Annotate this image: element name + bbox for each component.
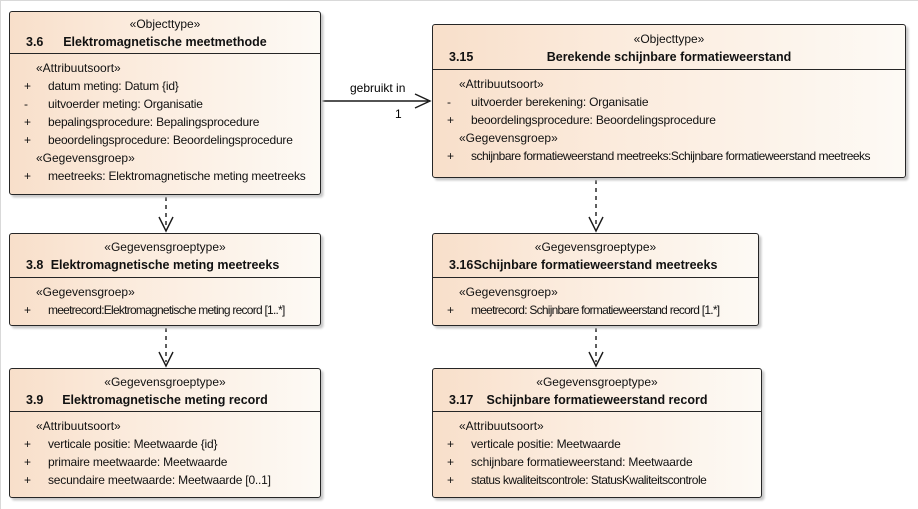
class-header: «Gegevensgroeptype» 3.9 Elektromagnetisc…: [10, 369, 320, 412]
visibility-marker: +: [447, 437, 455, 451]
visibility-marker: +: [447, 473, 455, 487]
visibility-marker: +: [24, 169, 32, 183]
visibility-marker: +: [24, 473, 32, 487]
attribute-row: + meetreeks: Elektromagnetische meting m…: [10, 167, 320, 185]
class-number: 3.17: [449, 393, 474, 407]
attribute-text: bepalingsprocedure: Bepalingsprocedure: [48, 115, 260, 129]
attribute-text: secundaire meetwaarde: Meetwaarde [0..1]: [48, 473, 271, 487]
stereotype-label: «Gegevensgroeptype»: [536, 375, 658, 389]
attribute-text: meetrecord:Elektromagnetische meting rec…: [48, 303, 285, 317]
uml-class-box-3-16: «Gegevensgroeptype» 3.16 Schijnbare form…: [432, 233, 759, 326]
section-stereotype: «Attribuutsoort»: [36, 61, 121, 75]
stereotype-label: «Objecttype»: [633, 32, 705, 46]
class-body: «Attribuutsoort» + verticale positie: Me…: [433, 412, 761, 489]
dependency-arrowhead-icon: [158, 216, 174, 233]
attribute-row: + schijnbare formatieweerstand meetreeks…: [433, 147, 905, 165]
attribute-row: + verticale positie: Meetwaarde {id}: [10, 435, 320, 453]
attribute-row: + primaire meetwaarde: Meetwaarde: [10, 453, 320, 471]
class-name: Elektromagnetische meting meetreeks: [50, 258, 280, 272]
attribute-text: beoordelingsprocedure: Beoordelingsproce…: [48, 133, 293, 147]
attribute-row: - uitvoerder berekening: Organisatie: [433, 93, 905, 111]
dependency-arrowhead-icon: [588, 216, 604, 233]
multiplicity-label: 1: [395, 107, 402, 121]
attribute-text: status kwaliteitscontrole: StatusKwalite…: [471, 473, 707, 487]
visibility-marker: +: [24, 437, 32, 451]
section-stereotype: «Gegevensgroep»: [36, 151, 135, 165]
stereotype-label: «Gegevensgroeptype»: [104, 240, 226, 254]
attribute-text: schijnbare formatieweerstand: Meetwaarde: [471, 455, 693, 469]
class-header: «Gegevensgroeptype» 3.16 Schijnbare form…: [433, 234, 758, 278]
attribute-text: uitvoerder meting: Organisatie: [48, 97, 203, 111]
uml-class-box-3-9: «Gegevensgroeptype» 3.9 Elektromagnetisc…: [9, 368, 321, 498]
visibility-marker: +: [24, 303, 32, 317]
attribute-text: datum meting: Datum {id}: [48, 79, 179, 93]
attribute-row: + beoordelingsprocedure: Beoordelingspro…: [10, 131, 320, 149]
class-name: Elektromagnetische meting record: [62, 393, 268, 407]
section-stereotype: «Attribuutsoort»: [459, 77, 544, 91]
class-body: «Attribuutsoort» - uitvoerder berekening…: [433, 70, 905, 165]
attribute-text: verticale positie: Meetwaarde {id}: [48, 437, 218, 451]
visibility-marker: +: [447, 149, 455, 163]
class-name: Schijnbare formatieweerstand record: [486, 393, 708, 407]
visibility-marker: +: [447, 113, 455, 127]
uml-class-box-3-15: «Objecttype» 3.15 Berekende schijnbare f…: [432, 24, 906, 178]
visibility-marker: +: [24, 455, 32, 469]
class-body: «Attribuutsoort» + datum meting: Datum {…: [10, 54, 320, 185]
attribute-text: meetreeks: Elektromagnetische meting mee…: [48, 169, 306, 183]
uml-class-box-3-8: «Gegevensgroeptype» 3.8 Elektromagnetisc…: [9, 233, 321, 326]
class-header: «Gegevensgroeptype» 3.8 Elektromagnetisc…: [10, 234, 320, 278]
attribute-row: + status kwaliteitscontrole: StatusKwali…: [433, 471, 761, 489]
attribute-text: uitvoerder berekening: Organisatie: [471, 95, 649, 109]
attribute-row: + schijnbare formatieweerstand: Meetwaar…: [433, 453, 761, 471]
visibility-marker: +: [447, 455, 455, 469]
attribute-row: + meetrecord:Elektromagnetische meting r…: [10, 301, 320, 319]
class-body: «Gegevensgroep» + meetrecord: Schijnbare…: [433, 278, 758, 319]
association-arrowhead-icon: [414, 93, 432, 109]
visibility-marker: +: [24, 115, 32, 129]
class-header: «Objecttype» 3.15 Berekende schijnbare f…: [433, 25, 905, 70]
attribute-row: + meetrecord: Schijnbare formatieweersta…: [433, 301, 758, 319]
section-stereotype: «Attribuutsoort»: [459, 419, 544, 433]
visibility-marker: +: [24, 133, 32, 147]
dependency-arrowhead-icon: [158, 351, 174, 368]
attribute-row: + datum meting: Datum {id}: [10, 77, 320, 95]
section-stereotype: «Gegevensgroep»: [36, 285, 135, 299]
class-header: «Objecttype» 3.6 Elektromagnetische meet…: [10, 12, 320, 54]
section-stereotype: «Attribuutsoort»: [36, 419, 121, 433]
association-label: gebruikt in: [350, 81, 406, 95]
class-body: «Attribuutsoort» + verticale positie: Me…: [10, 412, 320, 489]
attribute-row: + verticale positie: Meetwaarde: [433, 435, 761, 453]
section-stereotype: «Gegevensgroep»: [459, 131, 558, 145]
attribute-text: primaire meetwaarde: Meetwaarde: [48, 455, 228, 469]
visibility-marker: +: [447, 303, 455, 317]
section-stereotype: «Gegevensgroep»: [459, 285, 558, 299]
dependency-arrowhead-icon: [588, 351, 604, 368]
visibility-marker: -: [24, 97, 28, 111]
attribute-row: - uitvoerder meting: Organisatie: [10, 95, 320, 113]
class-number: 3.15: [449, 50, 474, 64]
class-number: 3.6: [26, 35, 44, 49]
attribute-row: + beoordelingsprocedure: Beoordelingspro…: [433, 111, 905, 129]
uml-class-box-3-17: «Gegevensgroeptype» 3.17 Schijnbare form…: [432, 368, 762, 498]
class-body: «Gegevensgroep» + meetrecord:Elektromagn…: [10, 278, 320, 319]
class-name: Berekende schijnbare formatieweerstand: [546, 50, 792, 64]
class-number: 3.16: [449, 258, 474, 272]
stereotype-label: «Gegevensgroeptype»: [104, 375, 226, 389]
attribute-row: + secundaire meetwaarde: Meetwaarde [0..…: [10, 471, 320, 489]
class-header: «Gegevensgroeptype» 3.17 Schijnbare form…: [433, 369, 761, 412]
visibility-marker: +: [24, 79, 32, 93]
uml-class-box-3-6: «Objecttype» 3.6 Elektromagnetische meet…: [9, 11, 321, 195]
attribute-text: verticale positie: Meetwaarde: [471, 437, 621, 451]
attribute-text: meetrecord: Schijnbare formatieweerstand…: [471, 303, 720, 317]
visibility-marker: -: [447, 95, 451, 109]
attribute-text: schijnbare formatieweerstand meetreeks:S…: [471, 149, 871, 163]
attribute-text: beoordelingsprocedure: Beoordelingsproce…: [471, 113, 716, 127]
stereotype-label: «Gegevensgroeptype»: [534, 240, 657, 254]
attribute-row: + bepalingsprocedure: Bepalingsprocedure: [10, 113, 320, 131]
stereotype-label: «Objecttype»: [129, 17, 201, 31]
class-name: Elektromagnetische meetmethode: [63, 35, 267, 49]
class-name: Schijnbare formatieweerstand meetreeks: [473, 258, 718, 272]
class-number: 3.8: [26, 258, 44, 272]
class-number: 3.9: [26, 393, 44, 407]
